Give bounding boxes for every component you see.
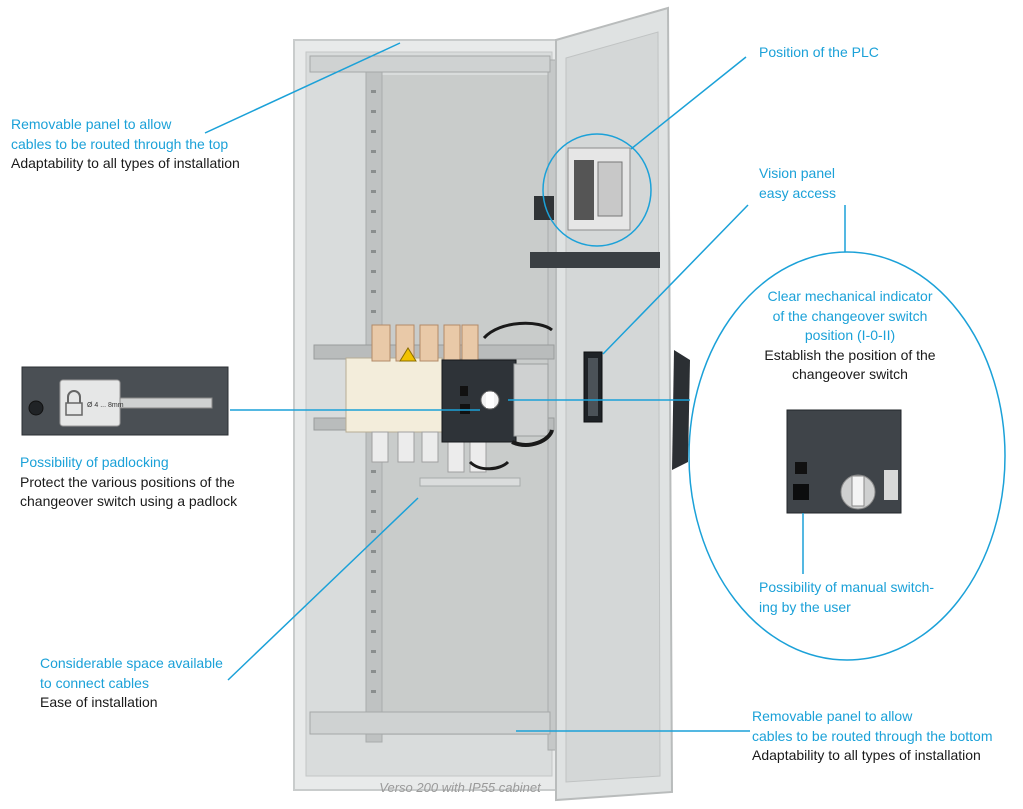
figure-caption: Verso 200 with IP55 cabinet	[379, 780, 541, 795]
callout-indicator: Clear mechanical indicator of the change…	[735, 287, 965, 385]
leader-vision	[602, 204, 749, 355]
callout-space: Considerable space available to connect …	[40, 654, 223, 713]
plc-highlight-circle	[542, 133, 652, 247]
door-handle	[672, 350, 690, 470]
callout-indicator-line3: position (I-0-II)	[804, 327, 896, 343]
bottom-removable-panel	[309, 711, 551, 735]
leader-top-panel	[204, 42, 401, 134]
callout-indicator-desc2: changeover switch	[792, 366, 908, 382]
callout-padlock: Possibility of padlocking Protect the va…	[20, 453, 237, 512]
callout-bottom-panel: Removable panel to allow cables to be ro…	[752, 707, 993, 766]
cabinet-door	[530, 6, 690, 802]
callout-top-panel-line1: Removable panel to allow	[11, 116, 172, 132]
padlock-tag-text: Ø 4 ... 8mm	[87, 402, 124, 409]
callout-manual: Possibility of manual switch- ing by the…	[759, 578, 934, 617]
indicator-highlight-ellipse	[688, 251, 1006, 661]
callout-manual-line1: Possibility of manual switch-	[759, 579, 935, 595]
callout-space-line2: to connect cables	[40, 674, 149, 691]
callout-shapes	[542, 133, 1006, 661]
callout-padlock-desc1: Protect the various positions of the	[20, 473, 235, 490]
indicator-inset	[786, 409, 902, 514]
callout-padlock-title: Possibility of padlocking	[20, 454, 169, 470]
plc-bracket	[530, 252, 660, 268]
leader-plc	[630, 56, 747, 150]
callout-vision-line1: Vision panel	[759, 165, 836, 181]
leader-lines	[204, 42, 846, 732]
padlock-inset	[21, 366, 229, 436]
callout-space-line1: Considerable space available	[40, 655, 223, 671]
callout-vision: Vision panel easy access	[759, 164, 836, 203]
callout-manual-line2: ing by the user	[759, 598, 851, 615]
callout-vision-line2: easy access	[759, 184, 837, 201]
callout-bottom-panel-line1: Removable panel to allow	[752, 708, 913, 724]
control-head	[441, 359, 517, 443]
callout-padlock-desc2: changeover switch using a padlock	[20, 493, 238, 509]
callout-plc: Position of the PLC	[759, 43, 879, 63]
callout-bottom-panel-desc: Adaptability to all types of installatio…	[752, 747, 981, 763]
top-removable-panel	[309, 55, 551, 73]
callout-indicator-line1: Clear mechanical indicator	[767, 288, 933, 304]
leader-space	[227, 497, 419, 681]
callout-space-desc: Ease of installation	[40, 694, 158, 710]
changeover-switch	[345, 321, 554, 487]
callout-bottom-panel-line2: cables to be routed through the bottom	[752, 727, 993, 744]
callout-top-panel-line2: cables to be routed through the top	[11, 135, 229, 152]
callout-indicator-desc1: Establish the position of the	[764, 346, 936, 363]
callout-top-panel-desc: Adaptability to all types of installatio…	[11, 155, 240, 171]
callout-plc-title: Position of the PLC	[759, 44, 879, 60]
door-latch	[534, 196, 554, 220]
callout-top-panel: Removable panel to allow cables to be ro…	[11, 115, 240, 174]
callout-indicator-line2: of the changeover switch	[772, 307, 928, 324]
